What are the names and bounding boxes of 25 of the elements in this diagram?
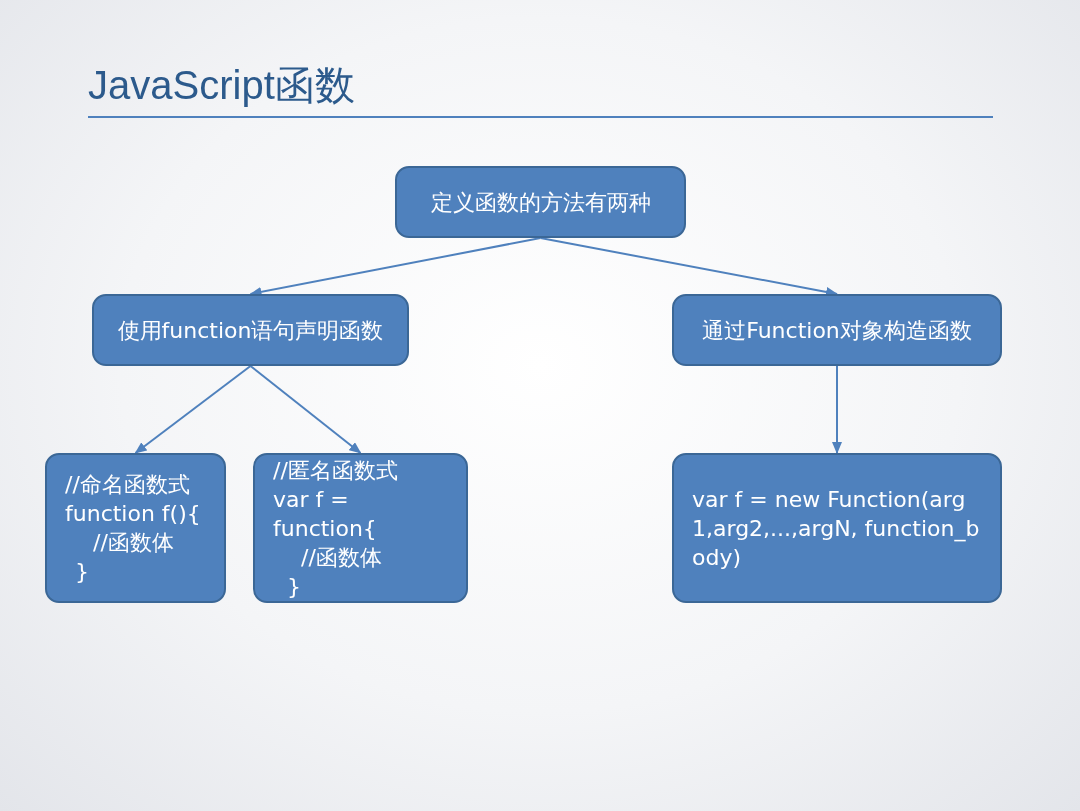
arrow: [249, 365, 362, 454]
box-label: 定义函数的方法有两种: [429, 188, 652, 217]
code-line: function{: [273, 514, 378, 543]
arrow: [134, 365, 252, 454]
slide-title: JavaScript函数: [88, 62, 355, 109]
code-line: //函数体: [300, 543, 383, 572]
code-box: [45, 453, 226, 603]
box-label: 使用function语句声明函数: [116, 316, 385, 345]
code-line: //匿名函数式: [273, 456, 399, 485]
code-line: var f =: [273, 485, 350, 514]
arrow: [832, 365, 842, 454]
code-line: //命名函数式: [65, 471, 191, 499]
code-line: }: [286, 572, 302, 601]
code-box: [672, 453, 1002, 603]
arrow: [249, 237, 542, 297]
code-line: //函数体: [92, 529, 175, 557]
process-box: [672, 294, 1002, 366]
box-label: 通过Function对象构造函数: [701, 316, 973, 345]
process-box: [395, 166, 686, 238]
process-box: [92, 294, 409, 366]
code-line: function f(){: [65, 500, 202, 528]
code-line: }: [74, 558, 90, 586]
arrow: [539, 237, 838, 297]
code-line: var f = new Function(arg1,arg2,...,argN, function_body): [692, 485, 981, 572]
code-box: [253, 453, 468, 603]
